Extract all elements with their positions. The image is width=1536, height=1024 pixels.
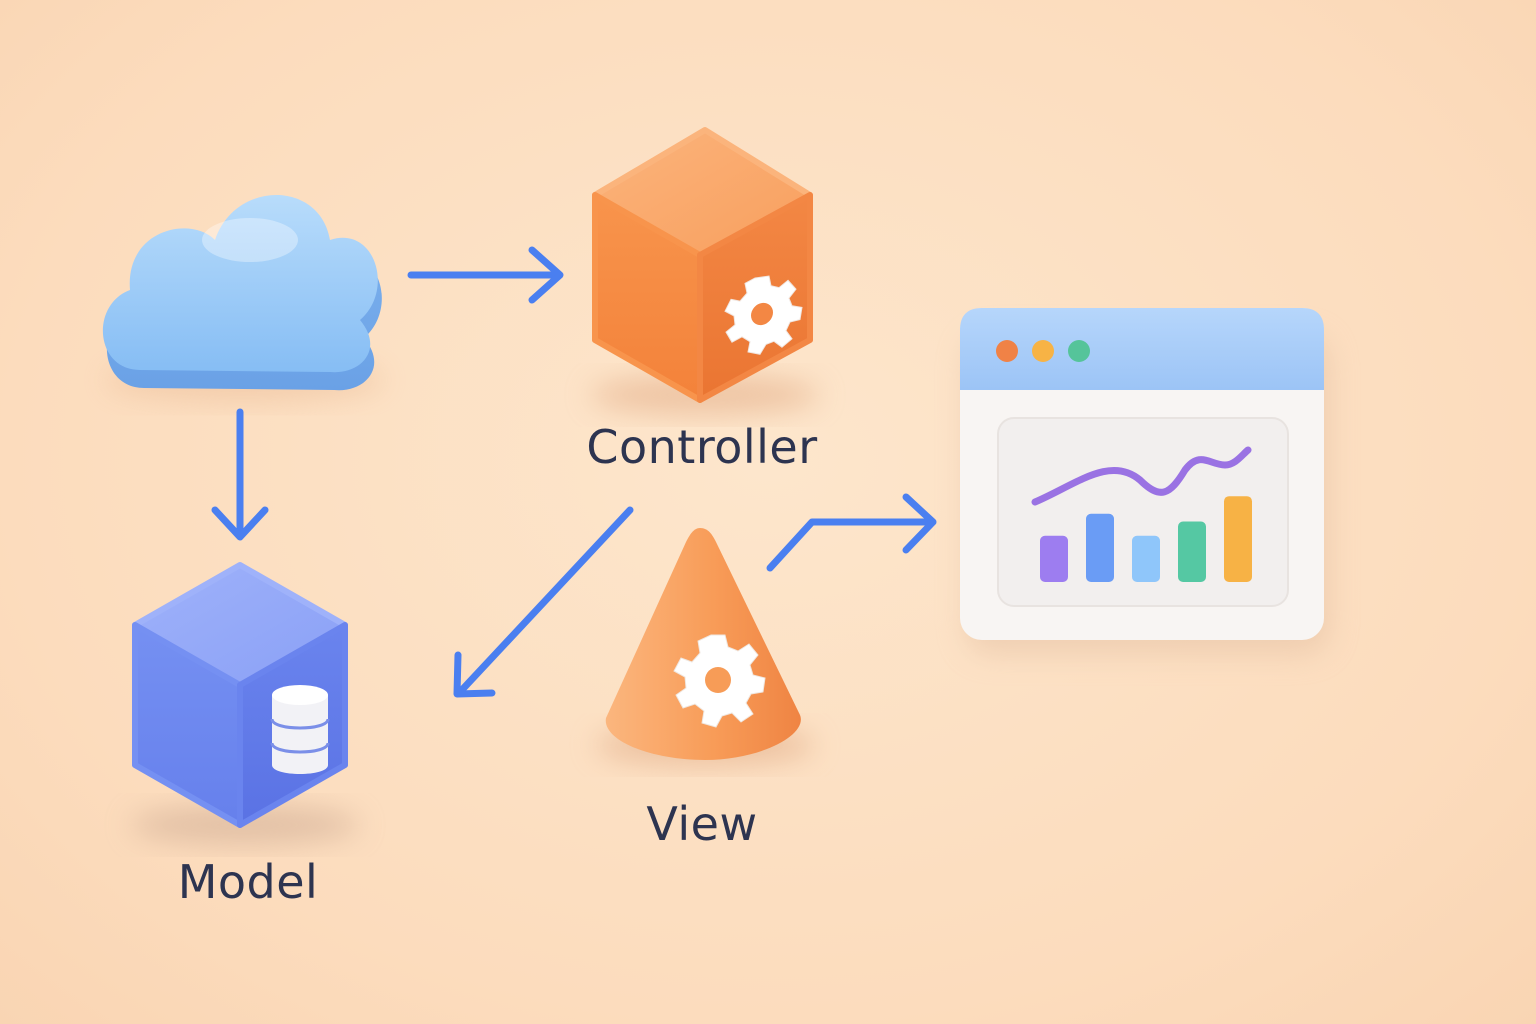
database-icon [270, 685, 330, 774]
bar-group [1040, 496, 1252, 582]
chart-bar-4 [1178, 521, 1206, 582]
view-cone-icon [595, 528, 815, 765]
model-cube-icon [130, 562, 360, 845]
view-label: View [646, 797, 758, 851]
chart-bar-1 [1040, 535, 1068, 582]
model-label: Model [177, 855, 319, 909]
arrow-cloud-to-model [211, 408, 269, 541]
gear-icon [724, 275, 803, 355]
chart-bar-2 [1086, 513, 1114, 582]
window-dot-yellow [1032, 340, 1054, 362]
window-dot-red [996, 340, 1018, 362]
controller-label: Controller [586, 420, 818, 474]
chart-bar-5 [1224, 496, 1252, 582]
controller-cube-icon [590, 127, 820, 415]
window-dot-green [1068, 340, 1090, 362]
chart-bar-3 [1132, 535, 1160, 582]
cloud-icon [102, 195, 385, 402]
arrow-view-to-window [766, 493, 937, 572]
browser-window-icon [960, 308, 1330, 655]
arrow-controller-to-model [453, 506, 634, 698]
gear-icon [673, 634, 766, 728]
trend-line [1031, 446, 1252, 506]
arrow-cloud-to-controller [407, 246, 564, 304]
